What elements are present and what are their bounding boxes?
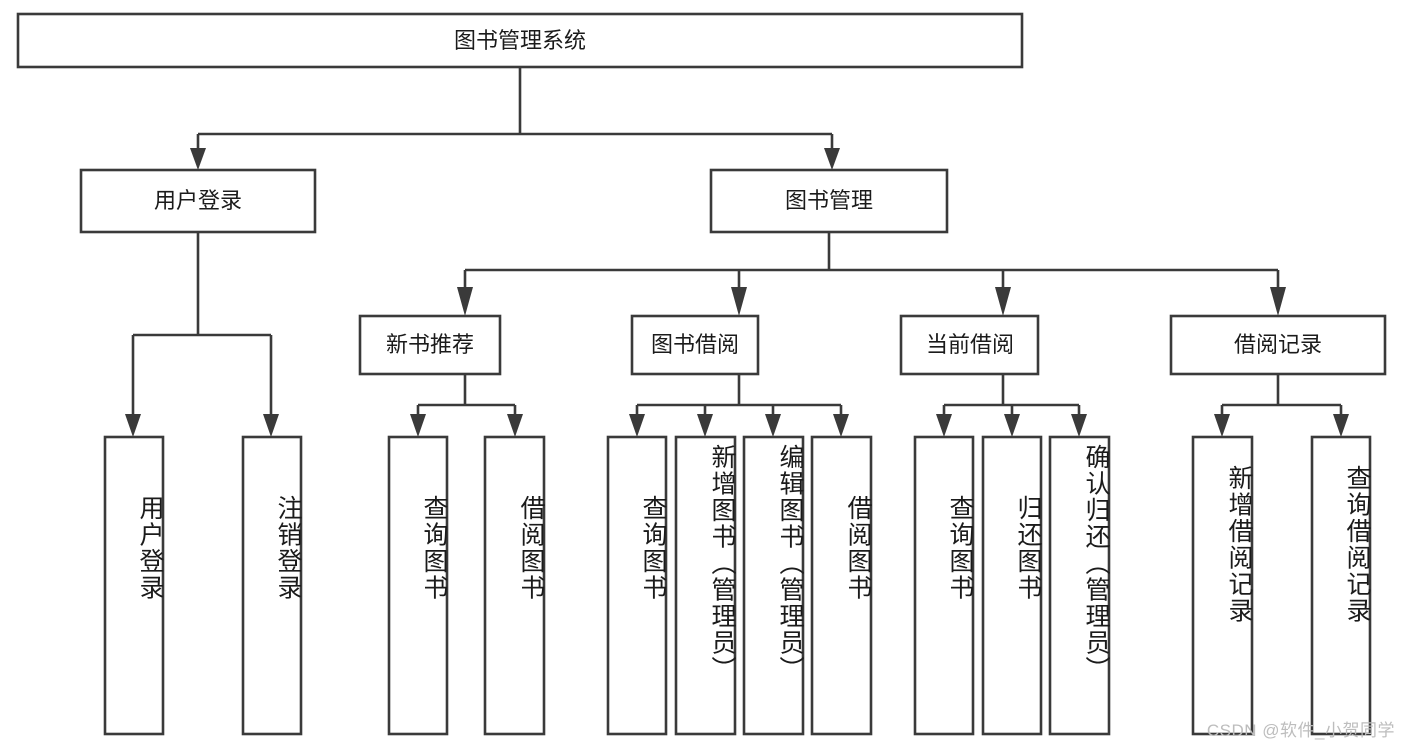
node-new-book-recommend-label: 新书推荐 xyxy=(386,332,474,357)
leaf-box-borrow-book-2[interactable] xyxy=(810,435,873,736)
leaf-box-user-login[interactable] xyxy=(103,435,165,736)
arrow-head-leaf-user-login xyxy=(125,414,141,437)
node-borrow-record-box[interactable] xyxy=(1169,314,1387,376)
arrow-head-leaf-confirm-return xyxy=(1071,414,1087,437)
leaf-box-edit-book[interactable] xyxy=(742,435,805,736)
node-borrow-record[interactable]: 借阅记录 xyxy=(1169,314,1387,376)
arrow-head-leaf-query-book-2 xyxy=(629,414,645,437)
node-book-management-box[interactable] xyxy=(709,168,949,234)
arrow-head-leaf-query-book-3 xyxy=(936,414,952,437)
arrow-head-leaf-logout xyxy=(263,414,279,437)
arrow-head-leaf-query-book-1 xyxy=(410,414,426,437)
node-user-login[interactable]: 用户登录 xyxy=(79,168,317,234)
arrow-head-leaf-edit-book xyxy=(765,414,781,437)
csdn-watermark: CSDN @软件_小贺同学 xyxy=(1206,721,1395,740)
leaf-box-return-book[interactable] xyxy=(981,435,1043,736)
node-book-management-label: 图书管理 xyxy=(785,188,873,213)
node-book-borrow-box[interactable] xyxy=(630,314,760,376)
leaf-box-query-book-1[interactable] xyxy=(387,435,449,736)
leaf-box-query-book-2[interactable] xyxy=(606,435,668,736)
leaf-box-query-book-3[interactable] xyxy=(913,435,975,736)
node-current-borrow-box[interactable] xyxy=(899,314,1040,376)
leaf-box-add-book[interactable] xyxy=(674,435,737,736)
arrow-head-user-login xyxy=(190,148,206,170)
arrow-head-borrow-record xyxy=(1270,287,1286,316)
node-book-borrow[interactable]: 图书借阅 xyxy=(630,314,760,376)
arrow-head-leaf-add-book xyxy=(697,414,713,437)
leaf-box-confirm-return[interactable] xyxy=(1048,435,1111,736)
connectors-group xyxy=(125,67,1349,437)
arrow-head-leaf-add-record xyxy=(1214,414,1230,437)
arrow-head-book-borrow xyxy=(731,287,747,316)
node-borrow-record-label: 借阅记录 xyxy=(1234,332,1322,357)
arrow-head-leaf-borrow-book-1 xyxy=(507,414,523,437)
leaf-box-logout[interactable] xyxy=(241,435,303,736)
node-root-label: 图书管理系统 xyxy=(454,28,586,53)
node-user-login-label: 用户登录 xyxy=(154,188,242,213)
node-root[interactable]: 图书管理系统 xyxy=(16,12,1024,69)
node-current-borrow-label: 当前借阅 xyxy=(926,332,1014,357)
node-user-login-box[interactable] xyxy=(79,168,317,234)
arrow-head-current-borrow xyxy=(995,287,1011,316)
arrow-head-new-book-recommend xyxy=(457,287,473,316)
leaf-box-add-record[interactable] xyxy=(1191,435,1254,736)
node-current-borrow[interactable]: 当前借阅 xyxy=(899,314,1040,376)
arrow-head-leaf-borrow-book-2 xyxy=(833,414,849,437)
leaf-boxes-group xyxy=(103,435,1372,736)
node-book-management[interactable]: 图书管理 xyxy=(709,168,949,234)
leaf-box-borrow-book-1[interactable] xyxy=(483,435,546,736)
arrow-head-book-management xyxy=(824,148,840,170)
node-new-book-recommend[interactable]: 新书推荐 xyxy=(358,314,502,376)
leaf-box-query-record[interactable] xyxy=(1310,435,1372,736)
node-root-box[interactable] xyxy=(16,12,1024,69)
node-new-book-recommend-box[interactable] xyxy=(358,314,502,376)
node-book-borrow-label: 图书借阅 xyxy=(651,332,739,357)
arrow-head-leaf-return-book xyxy=(1004,414,1020,437)
arrow-head-leaf-query-record xyxy=(1333,414,1349,437)
